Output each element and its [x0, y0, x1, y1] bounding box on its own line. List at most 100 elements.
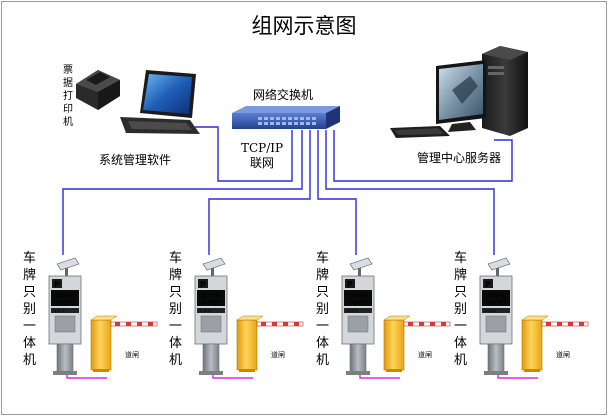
kiosk-pole — [202, 343, 220, 373]
display-line-2: 减速慢行 — [487, 299, 506, 306]
ground-cable — [212, 375, 253, 379]
arrow-strip — [197, 308, 225, 313]
barrier-gate-housing — [236, 319, 258, 371]
laptop-label: 系统管理软件 — [99, 152, 171, 167]
station-label: 车牌只别一体机 — [316, 250, 329, 368]
arrow-strip — [482, 308, 510, 313]
ground-cable — [497, 375, 538, 379]
keypad — [200, 315, 222, 333]
keypad — [485, 315, 507, 333]
camera-icon — [349, 257, 373, 271]
parking-sign-text: P — [200, 280, 206, 289]
network-links — [62, 126, 513, 255]
barrier-arm-stripe — [408, 322, 413, 326]
camera-icon — [487, 257, 511, 271]
network-switch — [232, 106, 340, 129]
barrier-gate-housing — [383, 319, 405, 371]
kiosk-base — [484, 371, 508, 375]
kiosk-base — [346, 371, 370, 375]
parking-sign-icon — [345, 279, 355, 288]
arrow-icons: >>> — [53, 309, 66, 315]
barrier-arm-stripe — [126, 322, 131, 326]
barrier-gate-base — [93, 369, 109, 372]
barrier-arm-stripe — [419, 322, 424, 326]
kiosk-pole — [56, 343, 74, 373]
camera-mount — [65, 268, 68, 278]
station-label: 车牌只别一体机 — [454, 250, 467, 368]
camera-icon — [202, 257, 226, 271]
barrier-gate-top — [90, 315, 118, 321]
link-station-3 — [317, 130, 357, 255]
camera-mount — [496, 268, 499, 278]
barrier-arm-stripe — [430, 322, 435, 326]
kiosk-base — [53, 371, 77, 375]
barrier-gate-base — [524, 369, 540, 372]
barrier-arm-stripe — [283, 322, 288, 326]
printer-label: 票据打印机 — [63, 64, 73, 128]
display-line-1: 自助识别 — [202, 292, 221, 299]
link-laptop-switch — [195, 126, 293, 182]
link-station-4 — [325, 130, 495, 255]
barrier-arm — [110, 321, 158, 327]
barrier-gate-base — [239, 369, 255, 372]
barrier-arm — [256, 321, 304, 327]
arrow-strip — [51, 308, 79, 313]
barrier-gate-label: 道闸 — [271, 350, 285, 359]
server-label: 管理中心服务器 — [417, 150, 501, 165]
barrier-arm-stripe — [557, 322, 562, 326]
keypad — [54, 315, 76, 333]
barrier-gate-top — [383, 315, 411, 321]
server-workstation — [390, 46, 528, 138]
barrier-arm — [403, 321, 451, 327]
barrier-gate-label: 道闸 — [125, 350, 139, 359]
led-display — [482, 290, 510, 306]
parking-sign-text: P — [54, 280, 60, 289]
barrier-arm-stripe — [148, 322, 153, 326]
parking-sign-text: P — [485, 280, 491, 289]
led-display — [344, 290, 372, 306]
barrier-arm-stripe — [294, 322, 299, 326]
parking-sign-icon — [483, 279, 493, 288]
barrier-arm-stripe — [546, 322, 551, 326]
link-station-1 — [62, 130, 303, 255]
barrier-arm-stripe — [137, 322, 142, 326]
kiosk-pole — [487, 343, 505, 373]
barrier-arm — [541, 321, 589, 327]
barrier-arm-stripe — [261, 322, 266, 326]
protocol-sub-label: 联网 — [250, 156, 274, 170]
ground-cable — [66, 375, 107, 379]
link-server-switch — [333, 130, 513, 182]
barrier-gate-label: 道闸 — [418, 350, 432, 359]
led-display — [51, 290, 79, 306]
display-line-2: 减速慢行 — [56, 299, 75, 306]
link-station-2 — [208, 130, 311, 255]
diagram-title: 组网示意图 — [252, 14, 357, 38]
led-display — [197, 290, 225, 306]
switch-label: 网络交换机 — [253, 87, 313, 102]
barrier-gate-base — [386, 369, 402, 372]
barrier-arm-stripe — [568, 322, 573, 326]
station-label: 车牌只别一体机 — [23, 250, 36, 368]
display-line-1: 自助识别 — [349, 292, 368, 299]
arrow-icons: >>> — [346, 309, 359, 315]
barrier-arm-stripe — [441, 322, 446, 326]
kiosk-pole — [349, 343, 367, 373]
barrier-gate-top — [521, 315, 549, 321]
barrier-gate-label: 道闸 — [556, 350, 570, 359]
parking-sign-text: P — [347, 280, 353, 289]
protocol-label: TCP/IP — [241, 141, 283, 155]
keypad — [347, 315, 369, 333]
receipt-printer — [76, 70, 120, 110]
kiosk-base — [199, 371, 223, 375]
arrow-icons: >>> — [199, 309, 212, 315]
barrier-gate-top — [236, 315, 264, 321]
camera-icon — [56, 257, 80, 271]
barrier-arm-stripe — [115, 322, 120, 326]
